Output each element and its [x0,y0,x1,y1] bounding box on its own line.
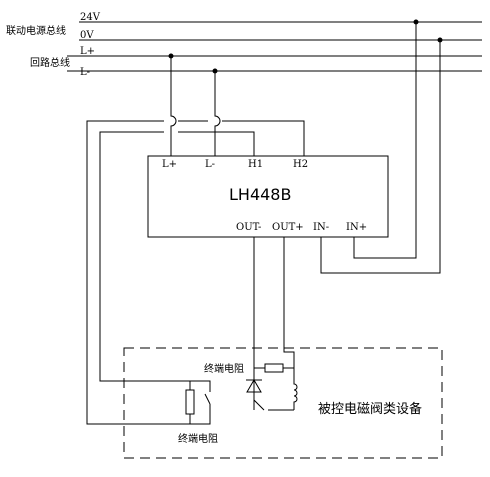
terminal-lplus: L+ [162,159,177,170]
lminus-wire [214,71,221,156]
terminal-resistor-device [264,363,284,373]
terminal-h2: H2 [293,159,308,170]
line-0v-label: 0V [80,30,94,41]
h1-wire [99,131,255,382]
module-box [147,155,389,238]
switch-contact-left [190,380,211,405]
in-minus-wire [320,40,441,274]
h2-wire [86,120,305,425]
terminal-h1: H1 [248,159,263,170]
coil-symbol [293,368,298,410]
terminal-in-minus: IN- [313,222,329,233]
linkage-power-bus-label: 联动电源总线 [6,24,66,37]
module-name: LH448B [229,185,291,204]
controlled-device-label: 被控电磁阀类设备 [318,401,422,417]
terminal-resistor-label-bottom: 终端电阻 [178,432,218,445]
terminal-out-minus: OUT- [236,222,261,233]
terminal-resistor-left [185,389,195,415]
line-24v-label: 24V [80,12,101,23]
in-plus-wire [353,22,417,259]
lplus-wire [170,56,177,156]
terminal-resistor-label-top: 终端电阻 [204,362,244,375]
line-lminus-label: L- [80,67,90,78]
out-plus-wire [283,237,295,368]
terminal-out-plus: OUT+ [272,222,304,233]
loop-bus-label: 回路总线 [30,56,70,69]
switch-contact-right [253,392,294,411]
terminal-in-plus: IN+ [346,222,367,233]
line-lplus-label: L+ [80,46,95,57]
device-enclosure [123,347,443,459]
terminal-lminus: L- [205,159,215,170]
